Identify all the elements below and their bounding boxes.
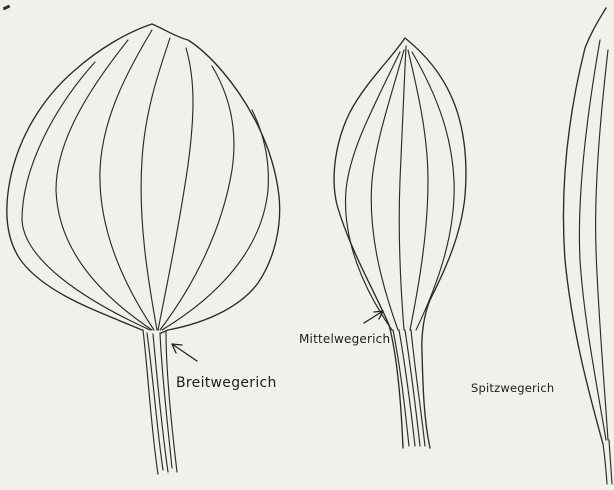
leaf-mittelwegerich bbox=[334, 38, 466, 448]
label-breitwegerich: Breitwegerich bbox=[176, 376, 277, 390]
vein bbox=[399, 46, 406, 330]
vein bbox=[596, 50, 608, 440]
petiole-line bbox=[393, 330, 409, 446]
label-mittelwegerich: Mittelwegerich bbox=[299, 333, 390, 345]
petiole-line bbox=[603, 444, 607, 484]
vein bbox=[160, 66, 234, 330]
vein bbox=[100, 30, 154, 330]
arrow-breitwegerich bbox=[172, 344, 197, 361]
petiole-line bbox=[609, 440, 612, 484]
label-spitzwegerich: Spitzwegerich bbox=[471, 383, 554, 395]
vein bbox=[56, 40, 152, 330]
leaf-spitzwegerich-outline bbox=[563, 8, 606, 444]
vein bbox=[141, 38, 170, 330]
vein bbox=[579, 40, 606, 440]
vein bbox=[408, 50, 428, 330]
vein bbox=[162, 110, 268, 330]
arrow-mittelwegerich bbox=[364, 311, 383, 323]
leaf-spitzwegerich bbox=[563, 8, 612, 484]
leaf-breitwegerich-outline bbox=[7, 24, 280, 333]
leaf-breitwegerich bbox=[7, 24, 280, 474]
petiole-line bbox=[143, 330, 158, 474]
